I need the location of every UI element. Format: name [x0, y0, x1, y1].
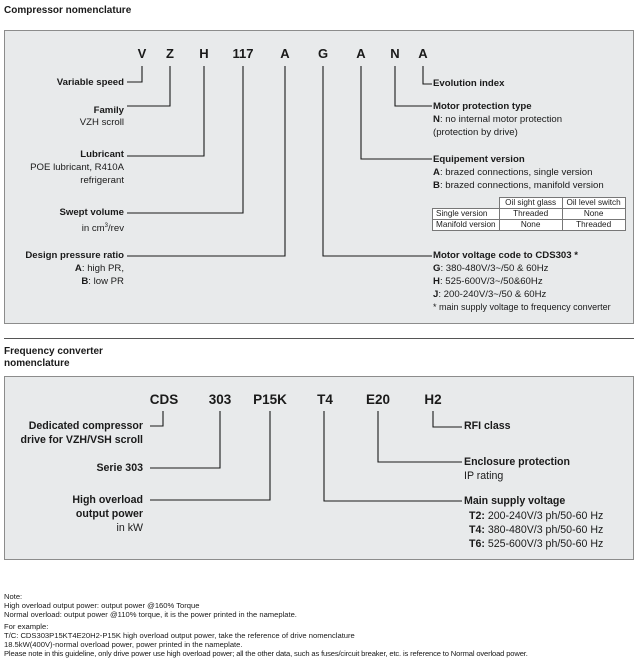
- code-z: Z: [166, 46, 174, 61]
- note-line: High overload output power: output power…: [4, 601, 200, 610]
- code-117: 117: [232, 46, 254, 61]
- code-p15k: P15K: [253, 392, 287, 407]
- line-design-pressure: [127, 66, 286, 257]
- motor-protection-line2: (protection by drive): [433, 127, 518, 138]
- code-e20: E20: [365, 392, 391, 407]
- section-divider: [4, 338, 634, 339]
- line-enclosure: [377, 411, 462, 463]
- family-desc: VZH scroll: [79, 117, 124, 128]
- main-supply-title: Main supply voltage: [464, 495, 566, 507]
- dedicated-line1: Dedicated compressor: [28, 420, 143, 432]
- code-t4: T4: [317, 392, 333, 407]
- main-supply-t6: T6: 525-600V/3 ph/50-60 Hz: [469, 538, 604, 550]
- code-h: H: [199, 46, 209, 61]
- motor-protection-title: Motor protection type: [433, 101, 532, 112]
- line-motor-voltage: [322, 66, 432, 257]
- line-overload: [150, 411, 271, 501]
- code-h2: H2: [424, 392, 442, 407]
- rfi-class-label: RFI class: [464, 420, 511, 432]
- evolution-index-label: Evolution index: [433, 78, 505, 89]
- enclosure-desc: IP rating: [464, 470, 504, 482]
- note-line: 18.5kW(400V)-normal overload power, powe…: [4, 640, 243, 649]
- overload-line3: in kW: [116, 522, 143, 534]
- motor-voltage-g: G: 380-480V/3~/50 & 60Hz: [433, 263, 549, 274]
- overload-line1: High overload: [72, 494, 143, 506]
- code-v: V: [137, 46, 147, 61]
- serie-303-label: Serie 303: [96, 462, 143, 474]
- line-variable-speed: [127, 66, 143, 83]
- design-pressure-a: A: high PR,: [74, 263, 124, 274]
- note-line: Normal overload: output power @110% torq…: [4, 610, 297, 619]
- line-evolution-index: [422, 66, 432, 85]
- motor-voltage-footnote: * main supply voltage to frequency conve…: [433, 302, 611, 312]
- design-pressure-b: B: low PR: [81, 276, 124, 287]
- main-supply-t4: T4: 380-480V/3 ph/50-60 Hz: [469, 524, 604, 536]
- note-line: T/C: CDS303P15KT4E20H2-P15K high overloa…: [4, 631, 355, 640]
- table-header-row: Oil sight glass Oil level switch: [433, 197, 626, 209]
- line-serie: [150, 411, 221, 469]
- code-a-equipment: A: [356, 46, 366, 61]
- design-pressure-title: Design pressure ratio: [25, 250, 124, 261]
- oil-options-table: Oil sight glass Oil level switch Single …: [432, 197, 626, 231]
- equipment-version-a: A: brazed connections, single version: [433, 167, 593, 178]
- line-swept-volume: [127, 66, 244, 214]
- lubricant-title: Lubricant: [80, 149, 124, 160]
- line-family: [127, 66, 171, 107]
- motor-voltage-title: Motor voltage code to CDS303 *: [433, 250, 578, 261]
- code-cds: CDS: [149, 392, 179, 407]
- lubricant-line1: POE lubricant, R410A: [30, 162, 124, 173]
- family-title: Family: [93, 105, 124, 116]
- dedicated-line2: drive for VZH/VSH scroll: [20, 434, 143, 446]
- motor-protection-n: N: no internal motor protection: [433, 114, 563, 125]
- converter-nomenclature-box: [4, 376, 634, 560]
- code-a-pressure: A: [280, 46, 290, 61]
- table-row: Manifold version None Threaded: [432, 219, 626, 231]
- equipment-version-b: B: brazed connections, manifold version: [433, 180, 604, 191]
- converter-section-title-line1: Frequency converter: [4, 346, 103, 357]
- code-303: 303: [208, 392, 232, 407]
- converter-section-title-line2: nomenclature: [4, 358, 70, 369]
- motor-voltage-j: J: 200-240V/3~/50 & 60Hz: [433, 289, 547, 300]
- enclosure-title: Enclosure protection: [464, 456, 570, 468]
- note-line: Please note in this guideline, only driv…: [4, 649, 528, 658]
- lubricant-line2: refrigerant: [80, 175, 124, 186]
- note-line: Note:: [4, 592, 23, 601]
- motor-voltage-h: H: 525-600V/3~/50&60Hz: [433, 276, 543, 287]
- code-g: G: [317, 46, 329, 61]
- line-rfi: [432, 411, 462, 428]
- line-motor-protection: [394, 66, 432, 107]
- table-cell: Threaded: [561, 219, 626, 231]
- line-dedicated: [150, 411, 164, 427]
- table-cell: Threaded: [498, 208, 563, 220]
- line-lubricant: [127, 66, 205, 157]
- equipment-version-title: Equipement version: [433, 154, 525, 165]
- compressor-nomenclature-box: [4, 30, 634, 324]
- table-row: Single version Threaded None: [432, 208, 626, 220]
- variable-speed-label: Variable speed: [56, 77, 124, 88]
- main-supply-t2: T2: 200-240V/3 ph/50-60 Hz: [469, 510, 604, 522]
- code-n: N: [390, 46, 400, 61]
- table-cell: Manifold version: [432, 219, 500, 231]
- code-a-evolution: A: [418, 46, 428, 61]
- line-equipment-version: [360, 66, 432, 160]
- swept-volume-title: Swept volume: [59, 207, 124, 218]
- swept-volume-desc: in cm3/rev: [81, 223, 124, 235]
- overload-line2: output power: [75, 508, 143, 520]
- compressor-section-title: Compressor nomenclature: [4, 5, 132, 16]
- line-main-supply: [323, 411, 462, 502]
- note-line: For example:: [4, 622, 49, 631]
